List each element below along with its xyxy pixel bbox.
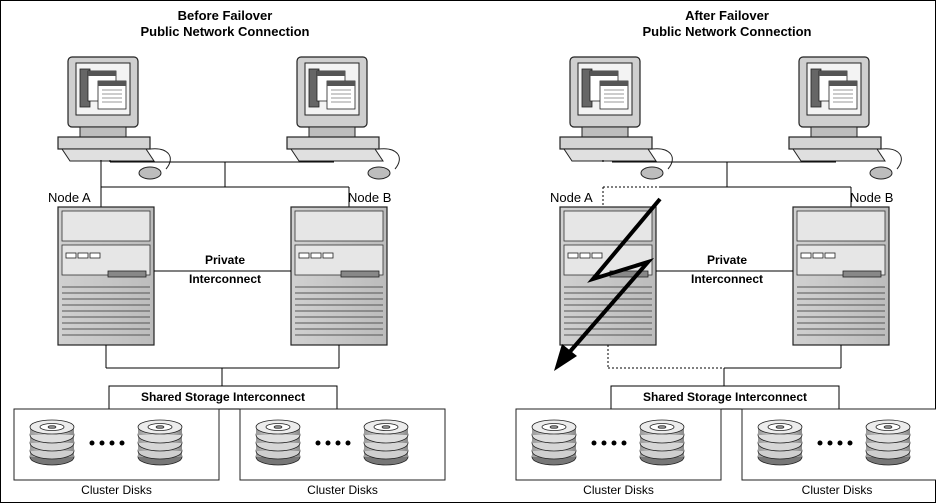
workstation-icon [559, 56, 673, 180]
workstation-icon [286, 56, 400, 180]
before-failover-title: Before Failover [177, 8, 273, 23]
node-a-label: Node A [550, 190, 593, 205]
shared-storage-interconnect-label: Shared Storage Interconnect [642, 390, 808, 404]
private-interconnect-label: Interconnect [690, 272, 763, 286]
node-a-label: Node A [48, 190, 91, 205]
server-node-b-icon [290, 206, 388, 346]
private-interconnect-label: Interconnect [188, 272, 261, 286]
private-interconnect-label: Private [706, 253, 748, 267]
server-node-a-icon [57, 206, 155, 346]
cluster-disks-label: Cluster Disks [583, 483, 654, 497]
workstation-icon [57, 56, 171, 180]
cluster-disks-icon [742, 409, 936, 480]
node-b-label: Node B [348, 190, 392, 205]
private-interconnect-label: Private [204, 253, 246, 267]
cluster-disks-label: Cluster Disks [801, 483, 873, 497]
public-network-connection-label: Public Network Connection [140, 24, 310, 39]
cluster-disks-label: Cluster Disks [81, 483, 152, 497]
server-node-b-icon [792, 206, 890, 346]
before-failover-panel [14, 56, 445, 480]
cluster-disks-icon [516, 409, 721, 480]
after-failover-title: After Failover [685, 8, 769, 23]
after-failover-panel [516, 56, 936, 480]
shared-storage-interconnect-box [108, 385, 338, 410]
node-b-label: Node B [850, 190, 894, 205]
shared-storage-interconnect-box [610, 385, 840, 410]
shared-storage-interconnect-label: Shared Storage Interconnect [140, 390, 306, 404]
cluster-disks-icon [240, 409, 445, 480]
cluster-disks-label: Cluster Disks [307, 483, 378, 497]
failure-lightning-arrow-icon [554, 197, 662, 371]
public-network-connection-label: Public Network Connection [642, 24, 812, 39]
cluster-disks-icon [14, 409, 219, 480]
workstation-icon [788, 56, 902, 180]
